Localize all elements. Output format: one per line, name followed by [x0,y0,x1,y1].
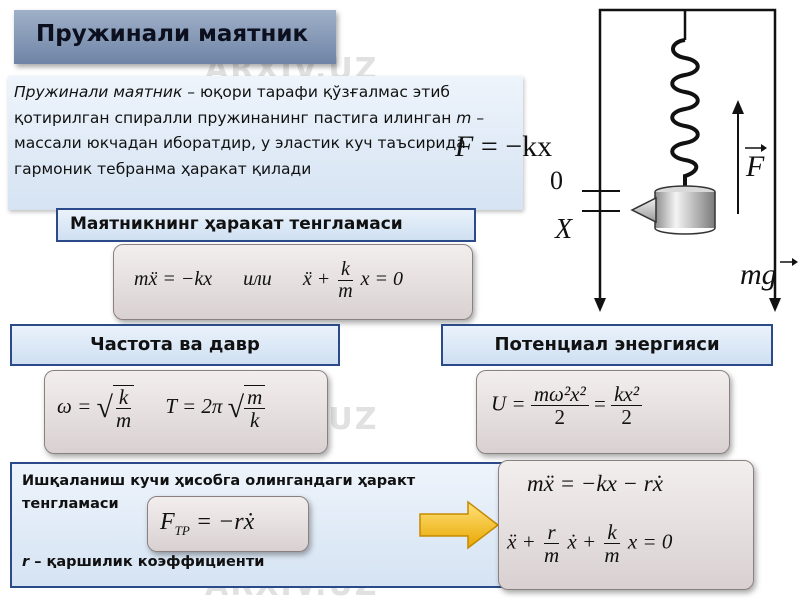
resistance-coefficient: r – қаршилик коэффициенти [22,554,264,570]
resistance-text: – қаршилик коэффициенти [29,554,265,570]
period-fraction: m k [244,385,266,433]
damped-p3: x = 0 [627,529,673,554]
damped-equation-box: mẍ = −kx − rẋ ẍ + r m ẋ + k m x = 0 [498,460,754,590]
intro-term: Пружинали маятник [14,83,183,101]
friction-formula: FТР = −rẋ [160,509,254,539]
hooke-lhs: F [455,130,474,163]
friction-sub: ТР [174,522,190,538]
label-zero: 0 [550,166,563,195]
eq-or: или [243,268,272,291]
sqrt-symbol-1: √ [96,391,113,425]
left-line-arrowhead [594,298,606,312]
pointer-cone [630,196,657,224]
intro-box: Пружинали маятник – юқори тарафи қўзғалм… [8,76,523,210]
period-den: k [250,408,260,433]
intro-m: m [456,108,472,127]
label-F: F [746,150,765,183]
frequency-header-label: Частота ва давр [90,334,260,355]
right-line-arrowhead [769,298,781,312]
damped-d2: m [604,543,620,568]
spring-pendulum-diagram [582,8,798,312]
page-title: Пружинали маятник [36,21,309,47]
friction-rhs: = −rẋ [195,509,255,535]
damped-fraction-1: r m [541,521,562,566]
damped-d1: m [544,543,560,568]
omega-fraction: k m [112,385,135,433]
potential-header: Потенциал энергияси [441,324,773,366]
pot-num2: kx² [611,383,643,407]
hooke-rhs: = −kx [480,130,553,163]
spring-icon [670,38,700,188]
potential-formula: U = mω²x² 2 = kx² 2 [491,383,643,430]
eq-fraction: k m [335,259,355,302]
period-label: T = 2π [165,393,223,418]
potential-box: U = mω²x² 2 = kx² 2 [476,370,730,454]
damped-n1: r [544,521,559,545]
mass-body [655,192,715,228]
omega-label: ω = [57,393,92,418]
intro-text-2: – массали юкчадан иборатдир, у эластик к… [14,108,485,178]
pot-den2: 2 [621,405,632,430]
omega-num: k [115,386,132,410]
frequency-formula: ω = √ k m T = 2π √ m k [57,385,266,433]
support-frame [598,8,777,308]
frequency-header: Частота ва давр [10,324,340,366]
title-bar: Пружинали маятник [14,10,336,64]
pot-fraction-2: kx² 2 [611,383,643,430]
damped-p1: ẍ + [507,529,536,554]
eq-left: mẍ = −kx [134,268,213,291]
motion-equation: mẍ = −kx или ẍ + k m x = 0 [134,259,403,302]
omega-den: m [115,408,132,433]
potential-header-label: Потенциал энергияси [494,334,720,355]
resistance-r: r [22,554,30,570]
frequency-box: ω = √ k m T = 2π √ m k [44,370,328,454]
eq-part2: x = 0 [360,268,404,291]
pot-U: U = [491,391,526,416]
eq-den: m [338,280,353,302]
pot-eq: = [594,391,606,416]
motion-equation-box: mẍ = −kx или ẍ + k m x = 0 [113,244,473,320]
motion-equation-header-label: Маятникнинг ҳаракат тенгламаси [70,214,403,234]
hooke-formula: F = −kx [455,130,552,164]
pot-num1: mω²x² [530,383,589,407]
label-X: X [555,214,573,245]
eq-num: k [337,259,353,281]
friction-F: F [160,509,175,535]
pot-fraction-1: mω²x² 2 [530,383,589,430]
arrow-right-icon [419,500,500,550]
sqrt-symbol-2: √ [227,391,245,425]
damped-n2: k [604,521,620,545]
intro-text-1: – юқори тарафи қўзғалмас этиб қотирилган… [14,83,457,127]
damped-p2: ẋ + [567,529,597,554]
eq-part1: ẍ + [302,268,331,291]
pot-den1: 2 [554,405,566,430]
motion-equation-header: Маятникнинг ҳаракат тенгламаси [56,208,476,242]
friction-title: Ишқаланиш кучи ҳисобга олингандаги ҳарак… [22,473,416,512]
damped-equation-2: ẍ + r m ẋ + k m x = 0 [507,521,672,566]
label-mg: mg [740,258,777,291]
period-num: m [244,386,266,410]
damped-equation-1: mẍ = −kx − rẋ [527,471,663,496]
friction-formula-box: FТР = −rẋ [147,496,309,552]
damped-fraction-2: k m [601,521,622,566]
intro-text: Пружинали маятник – юқори тарафи қўзғалм… [8,76,523,186]
